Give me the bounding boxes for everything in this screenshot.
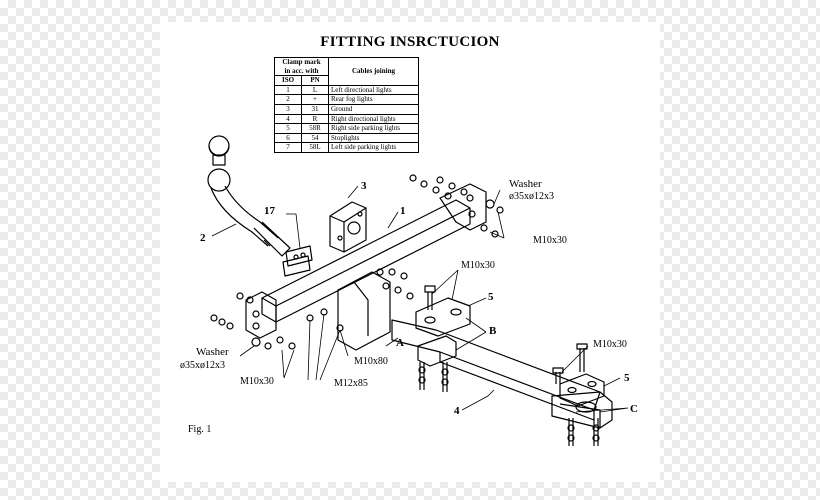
label-m10x30-bottom: M10x30 [593,339,627,350]
label-m10x80: M10x80 [354,356,388,367]
label-part-5-top: 5 [488,291,494,303]
label-m10x30-middle: M10x30 [461,260,495,271]
part-4-side-arm [391,319,613,429]
label-part-4: 4 [454,405,460,417]
washer-right-line2: ø35xø12x3 [509,191,554,202]
page-title: FITTING INSRCTUCION [320,34,500,50]
label-m12x85: M12x85 [334,378,368,389]
part-5-plate-top [415,297,471,367]
part-3-clamp [329,201,367,253]
label-part-2: 2 [200,232,206,244]
label-b: B [489,325,497,337]
part-17-plates [282,245,313,277]
clamp-header-line2: in acc. with [284,66,319,75]
tow-ball-neck [207,135,291,257]
cable-table: Clamp mark in acc. with Cables joining I… [274,56,419,153]
washer-right-line1: Washer [509,178,542,190]
label-part-1: 1 [400,205,406,217]
part-5-plate-bottom [559,373,605,407]
bolt-stacks [210,174,600,446]
label-part-5-bottom: 5 [624,372,630,384]
callout-labels: 2 17 3 1 Washer ø35xø12x3 M10x30 M10x30 … [180,178,638,435]
label-m10x30-right: M10x30 [533,235,567,246]
washer-left-line2: ø35xø12x3 [180,360,225,371]
label-c: C [630,403,638,415]
part-1-crossbar [245,183,487,339]
washer-left-line1: Washer [196,346,229,358]
table-header-cables: Cables joining [328,57,419,86]
label-m10x30-left: M10x30 [240,376,274,387]
middle-bracket [337,271,391,351]
label-part-3: 3 [361,180,367,192]
label-a: A [396,337,404,349]
leader-lines [211,185,629,413]
label-part-17: 17 [264,205,276,217]
clamp-header-line1: Clamp mark [282,58,321,66]
figure-caption: Fig. 1 [188,424,211,435]
